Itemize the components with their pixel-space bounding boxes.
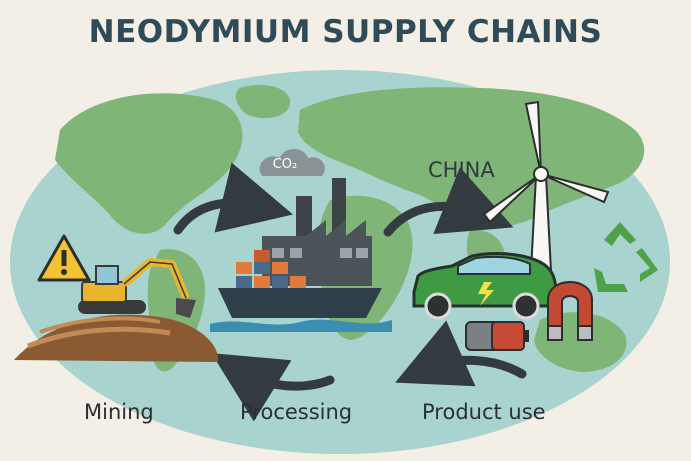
product-stage-icon: [412, 100, 658, 351]
stage-label-processing: Processing: [240, 400, 353, 424]
continent-greenland: [235, 84, 291, 119]
battery-icon: [465, 321, 529, 351]
arrow-mining-to-processing: [173, 162, 293, 235]
warning-icon: [37, 234, 91, 282]
arrow-product-return: [395, 320, 527, 387]
processing-stage-icon: [210, 149, 392, 332]
magnet-icon: [547, 281, 593, 341]
island-japan: [604, 158, 622, 186]
excavator-icon: [78, 258, 196, 318]
arrow-processing-return: [211, 353, 335, 422]
stage-label-product-use: Product use: [422, 400, 546, 424]
cycle-arrows: [173, 162, 527, 422]
stage-label-mining: Mining: [84, 400, 154, 424]
region-label-china: CHINA: [428, 158, 495, 182]
arrow-processing-to-product: [383, 167, 514, 237]
page-title: NEODYMIUM SUPPLY CHAINS: [88, 14, 603, 50]
recycle-icon: [594, 222, 658, 292]
co2-label: CO₂: [272, 157, 298, 172]
continent-eurasia: [298, 87, 645, 227]
cargo-ship-icon: [210, 250, 392, 332]
mining-stage-icon: [14, 234, 219, 362]
electric-car-icon: [412, 252, 558, 320]
wind-turbine-icon: [482, 100, 610, 291]
co2-cloud-icon: [259, 149, 325, 176]
continent-north-america: [55, 93, 243, 234]
